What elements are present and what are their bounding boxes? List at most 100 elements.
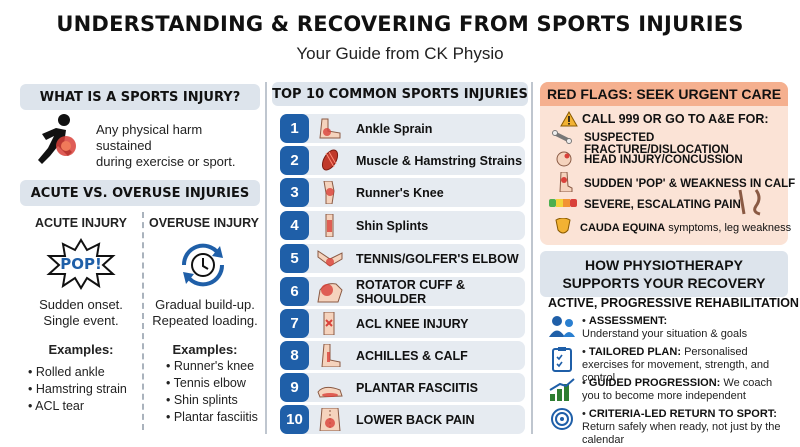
step-tailored-plan: • TAILORED PLAN: Personalised exercises … bbox=[582, 346, 770, 384]
acute-desc-line: Sudden onset. bbox=[39, 297, 123, 312]
progress-chart-icon bbox=[549, 378, 575, 401]
acute-desc-line: Single event. bbox=[43, 313, 119, 328]
overuse-heading: OVERUSE INJURY bbox=[149, 216, 259, 230]
column-divider bbox=[265, 82, 267, 434]
spine-icon bbox=[738, 189, 761, 216]
injury-label: ACL KNEE INJURY bbox=[356, 316, 469, 331]
rehab-subheading: ACTIVE, PROGRESSIVE REHABILITATION bbox=[548, 296, 799, 310]
list-item: 7 ACL KNEE INJURY bbox=[280, 309, 525, 338]
pain-scale-icon bbox=[549, 199, 577, 207]
red-flags-panel bbox=[540, 82, 788, 245]
number-badge: 5 bbox=[280, 244, 309, 273]
bone-icon bbox=[552, 130, 572, 144]
calf-icon bbox=[559, 172, 573, 192]
shoulder-icon bbox=[317, 283, 343, 303]
injury-label: ROTATOR CUFF & SHOULDER bbox=[356, 277, 466, 306]
list-item: 8 ACHILLES & CALF bbox=[280, 341, 525, 370]
call-999-text: CALL 999 OR GO TO A&E FOR: bbox=[582, 112, 769, 126]
lower-back-icon bbox=[319, 408, 341, 431]
physio-heading: HOW PHYSIOTHERAPY SUPPORTS YOUR RECOVERY bbox=[540, 251, 788, 297]
overuse-examples-list: • Runner's knee • Tennis elbow • Shin sp… bbox=[166, 358, 266, 426]
red-flag-item: HEAD INJURY/CONCUSSION bbox=[584, 154, 743, 166]
shin-icon bbox=[325, 214, 334, 237]
list-item: 3 Runner's Knee bbox=[280, 178, 525, 207]
list-item: 9 PLANTAR FASCIITIS bbox=[280, 373, 525, 402]
red-flag-item: SUSPECTED FRACTURE/DISLOCATION bbox=[584, 132, 729, 156]
physio-heading-line: SUPPORTS YOUR RECOVERY bbox=[562, 275, 766, 291]
head-icon bbox=[556, 151, 572, 167]
elbow-icon bbox=[317, 250, 343, 267]
foot-icon bbox=[317, 386, 343, 398]
acute-description: Sudden onset. Single event. bbox=[22, 297, 140, 329]
list-item: 6 ROTATOR CUFF & SHOULDER bbox=[280, 277, 525, 306]
list-item: 1 Ankle Sprain bbox=[280, 114, 525, 143]
list-item: • Hamstring strain bbox=[28, 382, 127, 396]
knee-icon bbox=[323, 181, 335, 204]
number-badge: 10 bbox=[280, 405, 309, 434]
acute-examples-label: Examples: bbox=[48, 342, 114, 357]
acl-knee-icon bbox=[323, 312, 335, 335]
column-divider bbox=[531, 82, 533, 434]
injury-label: Ankle Sprain bbox=[356, 121, 433, 136]
injury-label: Runner's Knee bbox=[356, 185, 444, 200]
step-title: TAILORED PLAN: bbox=[588, 346, 681, 358]
overuse-desc-line: Repeated loading. bbox=[152, 313, 258, 328]
number-badge: 7 bbox=[280, 309, 309, 338]
step-return-to-sport: • CRITERIA-LED RETURN TO SPORT: Return s… bbox=[582, 408, 781, 446]
step-text: Understand your situation & goals bbox=[582, 328, 748, 340]
achilles-icon bbox=[321, 344, 341, 367]
red-flag-item: SEVERE, ESCALATING PAIN bbox=[584, 199, 741, 211]
what-is-text: Any physical harm sustained during exerc… bbox=[96, 122, 260, 170]
injury-label: PLANTAR FASCIITIS bbox=[356, 380, 478, 395]
recurring-clock-icon bbox=[181, 243, 225, 287]
step-title: CRITERIA-LED RETURN TO SPORT: bbox=[588, 408, 777, 420]
page-subtitle: Your Guide from CK Physio bbox=[296, 44, 504, 63]
acute-heading: ACUTE INJURY bbox=[35, 216, 127, 230]
injury-label: ACHILLES & CALF bbox=[356, 348, 468, 363]
overuse-desc-line: Gradual build-up. bbox=[155, 297, 255, 312]
step-assessment: • ASSESSMENT:Understand your situation &… bbox=[582, 315, 748, 340]
step-title: GUIDED PROGRESSION: bbox=[588, 377, 721, 389]
physio-heading-line: HOW PHYSIOTHERAPY bbox=[585, 257, 743, 273]
runner-injury-icon bbox=[38, 114, 76, 164]
number-badge: 8 bbox=[280, 341, 309, 370]
cauda-rest: symptoms, leg weakness bbox=[665, 222, 792, 234]
injury-label: LOWER BACK PAIN bbox=[356, 412, 475, 427]
step-text: Personalised exercises for movement, str… bbox=[582, 346, 770, 384]
injury-label: Muscle & Hamstring Strains bbox=[356, 153, 523, 168]
what-is-line: Any physical harm sustained bbox=[96, 122, 203, 153]
list-item: • Runner's knee bbox=[166, 359, 255, 373]
number-badge: 9 bbox=[280, 373, 309, 402]
page-title: UNDERSTANDING & RECOVERING FROM SPORTS I… bbox=[56, 12, 744, 36]
list-item: 10 LOWER BACK PAIN bbox=[280, 405, 525, 434]
pop-text: POP! bbox=[60, 255, 102, 273]
step-guided-progression: • GUIDED PROGRESSION: We coach you to be… bbox=[582, 377, 773, 402]
acute-vs-overuse-heading: ACUTE VS. OVERUSE INJURIES bbox=[20, 180, 260, 206]
step-title: ASSESSMENT: bbox=[588, 315, 668, 327]
step-text: Return safely when ready, not just by th… bbox=[582, 421, 781, 446]
list-item: • ACL tear bbox=[28, 399, 85, 413]
muscle-icon bbox=[321, 149, 339, 171]
list-item: • Rolled ankle bbox=[28, 365, 105, 379]
acute-overuse-divider bbox=[142, 212, 144, 430]
what-is-heading: WHAT IS A SPORTS INJURY? bbox=[20, 84, 260, 110]
list-item: • Plantar fasciitis bbox=[166, 410, 258, 424]
acute-examples-list: • Rolled ankle • Hamstring strain • ACL … bbox=[28, 364, 144, 415]
list-item: 2 Muscle & Hamstring Strains bbox=[280, 146, 525, 175]
injury-label: Shin Splints bbox=[356, 218, 429, 233]
list-item: 4 Shin Splints bbox=[280, 211, 525, 240]
red-flags-heading: RED FLAGS: SEEK URGENT CARE bbox=[540, 82, 788, 106]
bladder-icon bbox=[555, 218, 571, 234]
list-item: 5 TENNIS/GOLFER'S ELBOW bbox=[280, 244, 525, 273]
what-is-line: during exercise or sport. bbox=[96, 154, 236, 169]
cauda-bold: CAUDA EQUINA bbox=[580, 222, 666, 234]
red-flag-item: SUDDEN 'POP' & WEAKNESS IN CALF bbox=[584, 178, 796, 190]
pop-burst-icon bbox=[46, 238, 116, 290]
top10-heading: TOP 10 COMMON SPORTS INJURIES bbox=[272, 82, 528, 106]
clipboard-icon bbox=[552, 347, 572, 372]
list-item: • Tennis elbow bbox=[166, 376, 246, 390]
target-icon bbox=[551, 408, 573, 430]
number-badge: 1 bbox=[280, 114, 309, 143]
cauda-equina-item: CAUDA EQUINA symptoms, leg weakness bbox=[580, 222, 791, 234]
overuse-examples-label: Examples: bbox=[172, 342, 238, 357]
